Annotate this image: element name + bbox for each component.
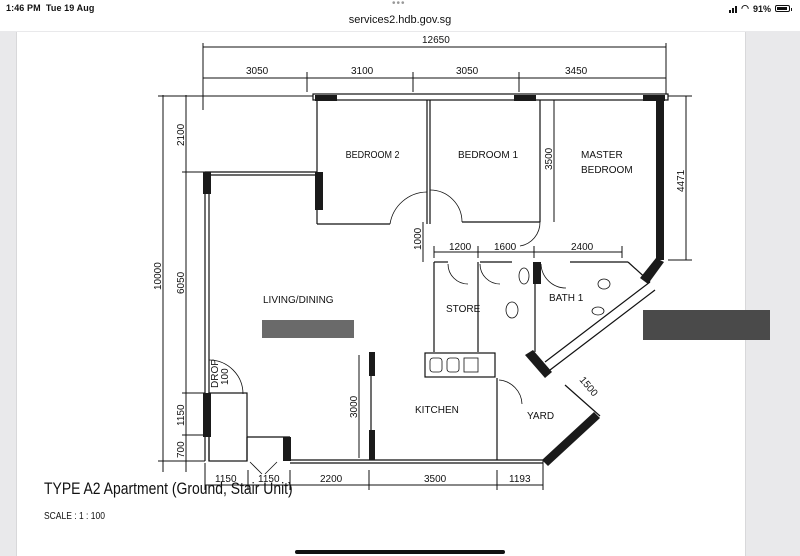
status-time: 1:46 PM Tue 19 Aug [6, 3, 95, 13]
label-kitchen: KITCHEN [415, 405, 459, 416]
dim-service-1: 1200 [449, 242, 472, 253]
label-bedroom-2: BEDROOM 2 [346, 150, 400, 162]
dim-bedroom-depth: 3500 [544, 147, 555, 170]
document-viewport[interactable] [0, 31, 800, 556]
home-indicator[interactable] [295, 550, 505, 554]
dim-master-side: 4471 [676, 169, 687, 192]
plan-scale: SCALE : 1 : 100 [44, 511, 105, 522]
label-bath-1: BATH 1 [549, 293, 584, 304]
dim-top-4: 3450 [565, 66, 588, 77]
pdf-page [16, 32, 746, 556]
dim-top-total: 12650 [422, 35, 450, 46]
dim-bottom-4: 3500 [424, 474, 447, 485]
dim-left-2: 6050 [176, 271, 187, 294]
dim-bottom-3: 2200 [320, 474, 343, 485]
signal-icon [729, 5, 738, 13]
dim-left-3: 1150 [176, 404, 187, 426]
dim-top-2: 3100 [351, 66, 374, 77]
dim-top-1: 3050 [246, 66, 269, 77]
url-bar[interactable]: services2.hdb.gov.sg [348, 14, 452, 26]
dim-bottom-1: 1150 [215, 474, 237, 485]
label-drop-value: 100 [220, 368, 231, 385]
redacted-strip-living [262, 320, 354, 338]
dim-top-3: 3050 [456, 66, 479, 77]
dim-left-total: 10000 [153, 262, 164, 290]
dim-service-2: 1600 [494, 242, 517, 253]
label-master-line2: BEDROOM [581, 165, 633, 176]
label-bedroom-1: BEDROOM 1 [458, 150, 518, 161]
battery-percent: 91% [752, 3, 771, 14]
dim-bottom-2: 1150 [258, 474, 280, 485]
dim-bottom-5: 1193 [509, 474, 531, 485]
multitasking-dots[interactable]: ••• [392, 0, 406, 9]
status-indicators: ◠ 91% [729, 3, 792, 14]
battery-icon [775, 5, 792, 12]
label-drop: DROP [210, 359, 221, 388]
label-yard: YARD [527, 411, 554, 422]
dim-yard-diag: 1500 [577, 375, 600, 399]
dim-corridor: 1000 [413, 227, 424, 250]
label-master-line1: MASTER [581, 150, 623, 161]
label-living-dining: LIVING/DINING [263, 295, 334, 306]
dim-service-3: 2400 [571, 242, 594, 253]
wifi-icon: ◠ [741, 3, 749, 13]
dim-left-4: 700 [176, 441, 187, 458]
status-bar: 1:46 PM Tue 19 Aug ••• ◠ 91% [0, 0, 800, 18]
dim-kitchen-depth: 3000 [349, 395, 360, 418]
redacted-strip-right [643, 310, 770, 340]
plan-title: TYPE A2 Apartment (Ground, Stair Unit) [44, 479, 293, 498]
dim-left-1: 2100 [176, 123, 187, 146]
label-store: STORE [446, 304, 481, 315]
